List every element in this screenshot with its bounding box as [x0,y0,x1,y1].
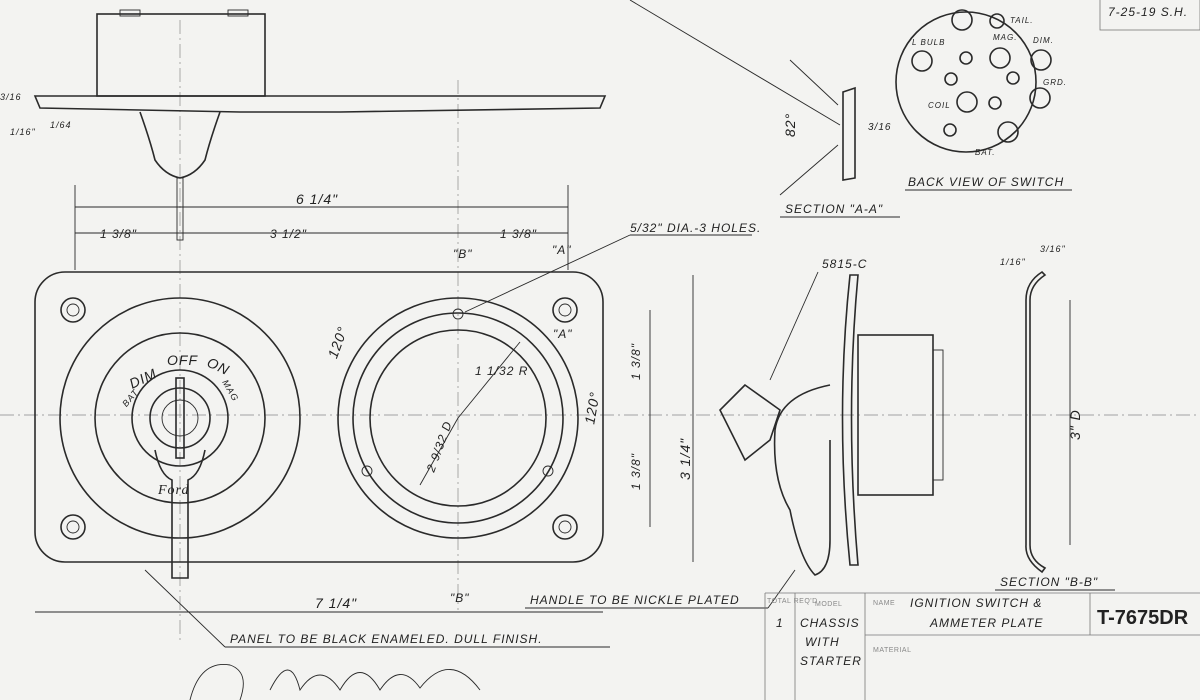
terminal-mag: MAG. [993,33,1017,42]
section-b-height: 3" D [1067,409,1083,440]
dim-middle: 3 1/2" [270,227,307,241]
label-bat: BAT [120,387,141,409]
terminal-bat: BAT. [975,148,995,157]
dim-lower-half: 1 3/8" [629,453,643,490]
note-handle: HANDLE TO BE NICKLE PLATED [530,593,740,607]
dim-diameter: 2 9/32 D [423,419,455,475]
back-view-title: BACK VIEW OF SWITCH [908,175,1064,189]
part-number: 5815-C [822,257,867,271]
part-name-line-2: AMMETER PLATE [929,616,1043,630]
section-a-angle: 82° [782,113,798,137]
terminal-dim: DIM. [1033,36,1054,45]
revision-box: 7-25-19 S.H. [1099,0,1200,31]
section-b-thickness: 1/16" [1000,257,1026,267]
holes-note: 5/32" DIA.-3 HOLES. [630,221,761,235]
panel-height-dimensions: 1 3/8" 1 3/8" 3 1/4" 7 1/4" "B" [35,275,694,613]
position-on: ON [205,354,233,378]
top-dimensions: 6 1/4" 1 3/8" 3 1/2" 1 3/8" "B" "A" 5/32… [0,92,761,313]
part-name-line-1: IGNITION SWITCH & [910,596,1042,610]
section-a-a: 82° 3/16 SECTION "A-A" [629,0,900,218]
dim-thickness-1: 3/16 [0,92,22,102]
section-b-b: 3" D 1/16" 3/16" SECTION "B-B" [995,244,1115,591]
top-side-view [33,9,607,241]
terminal-grd: GRD. [1043,78,1067,87]
terminal-coil: COIL [928,101,951,110]
dim-thickness-2: 1/16" [10,127,36,137]
section-b-title: SECTION "B-B" [1000,575,1098,589]
section-a-title: SECTION "A-A" [785,202,883,216]
dim-overall-width: 7 1/4" [315,595,357,611]
total-reqd-label: TOTAL REQ'D [767,598,818,605]
ford-logo: Ford [157,483,189,498]
marker-b-top: "B" [453,247,473,261]
material-label: MATERIAL [873,647,912,654]
dim-overall-height: 3 1/4" [677,438,693,480]
model-label: MODEL [815,601,842,608]
model-line-2: WITH [805,635,840,649]
title-block: TOTAL REQ'D MODEL NAME MATERIAL 1 CHASSI… [764,592,1200,700]
model-line-1: CHASSIS [800,616,860,630]
drawing-number: T-7675DR [1097,607,1189,629]
dim-right-offset: 1 3/8" [500,227,537,241]
dim-upper-half: 1 3/8" [629,343,643,380]
dim-radius: 1 1/32 R [475,364,528,378]
name-label: NAME [873,600,895,607]
signature [189,663,481,700]
section-a-dim: 3/16 [868,122,891,133]
dim-overall-top: 6 1/4" [296,191,338,207]
back-view-of-switch: TAIL. L BULB MAG. DIM. GRD. COIL BAT. BA… [895,9,1072,191]
dim-angle-left: 120° [324,324,350,360]
note-panel: PANEL TO BE BLACK ENAMELED. DULL FINISH. [230,632,543,646]
marker-a-top: "A" [552,243,572,257]
marker-b-bottom: "B" [450,591,470,605]
date-initials: 7-25-19 S.H. [1108,5,1188,19]
switch-side-view: 5815-C [719,257,944,576]
quantity: 1 [776,616,784,630]
label-mag: MAG [220,378,240,403]
position-off: OFF [167,352,198,368]
section-b-offset: 3/16" [1040,244,1066,254]
terminal-tail: TAIL. [1010,16,1034,25]
model-line-3: STARTER [800,654,862,668]
dim-thickness-3: 1/64 [50,120,72,130]
dim-angle-right: 120° [581,390,602,425]
dim-left-offset: 1 3/8" [100,227,137,241]
front-panel: DIM OFF ON BAT MAG Ford 120° 120° 1 1/32… [34,271,604,579]
terminal-l-bulb: L BULB [912,38,945,47]
marker-a-panel: "A" [553,327,573,341]
